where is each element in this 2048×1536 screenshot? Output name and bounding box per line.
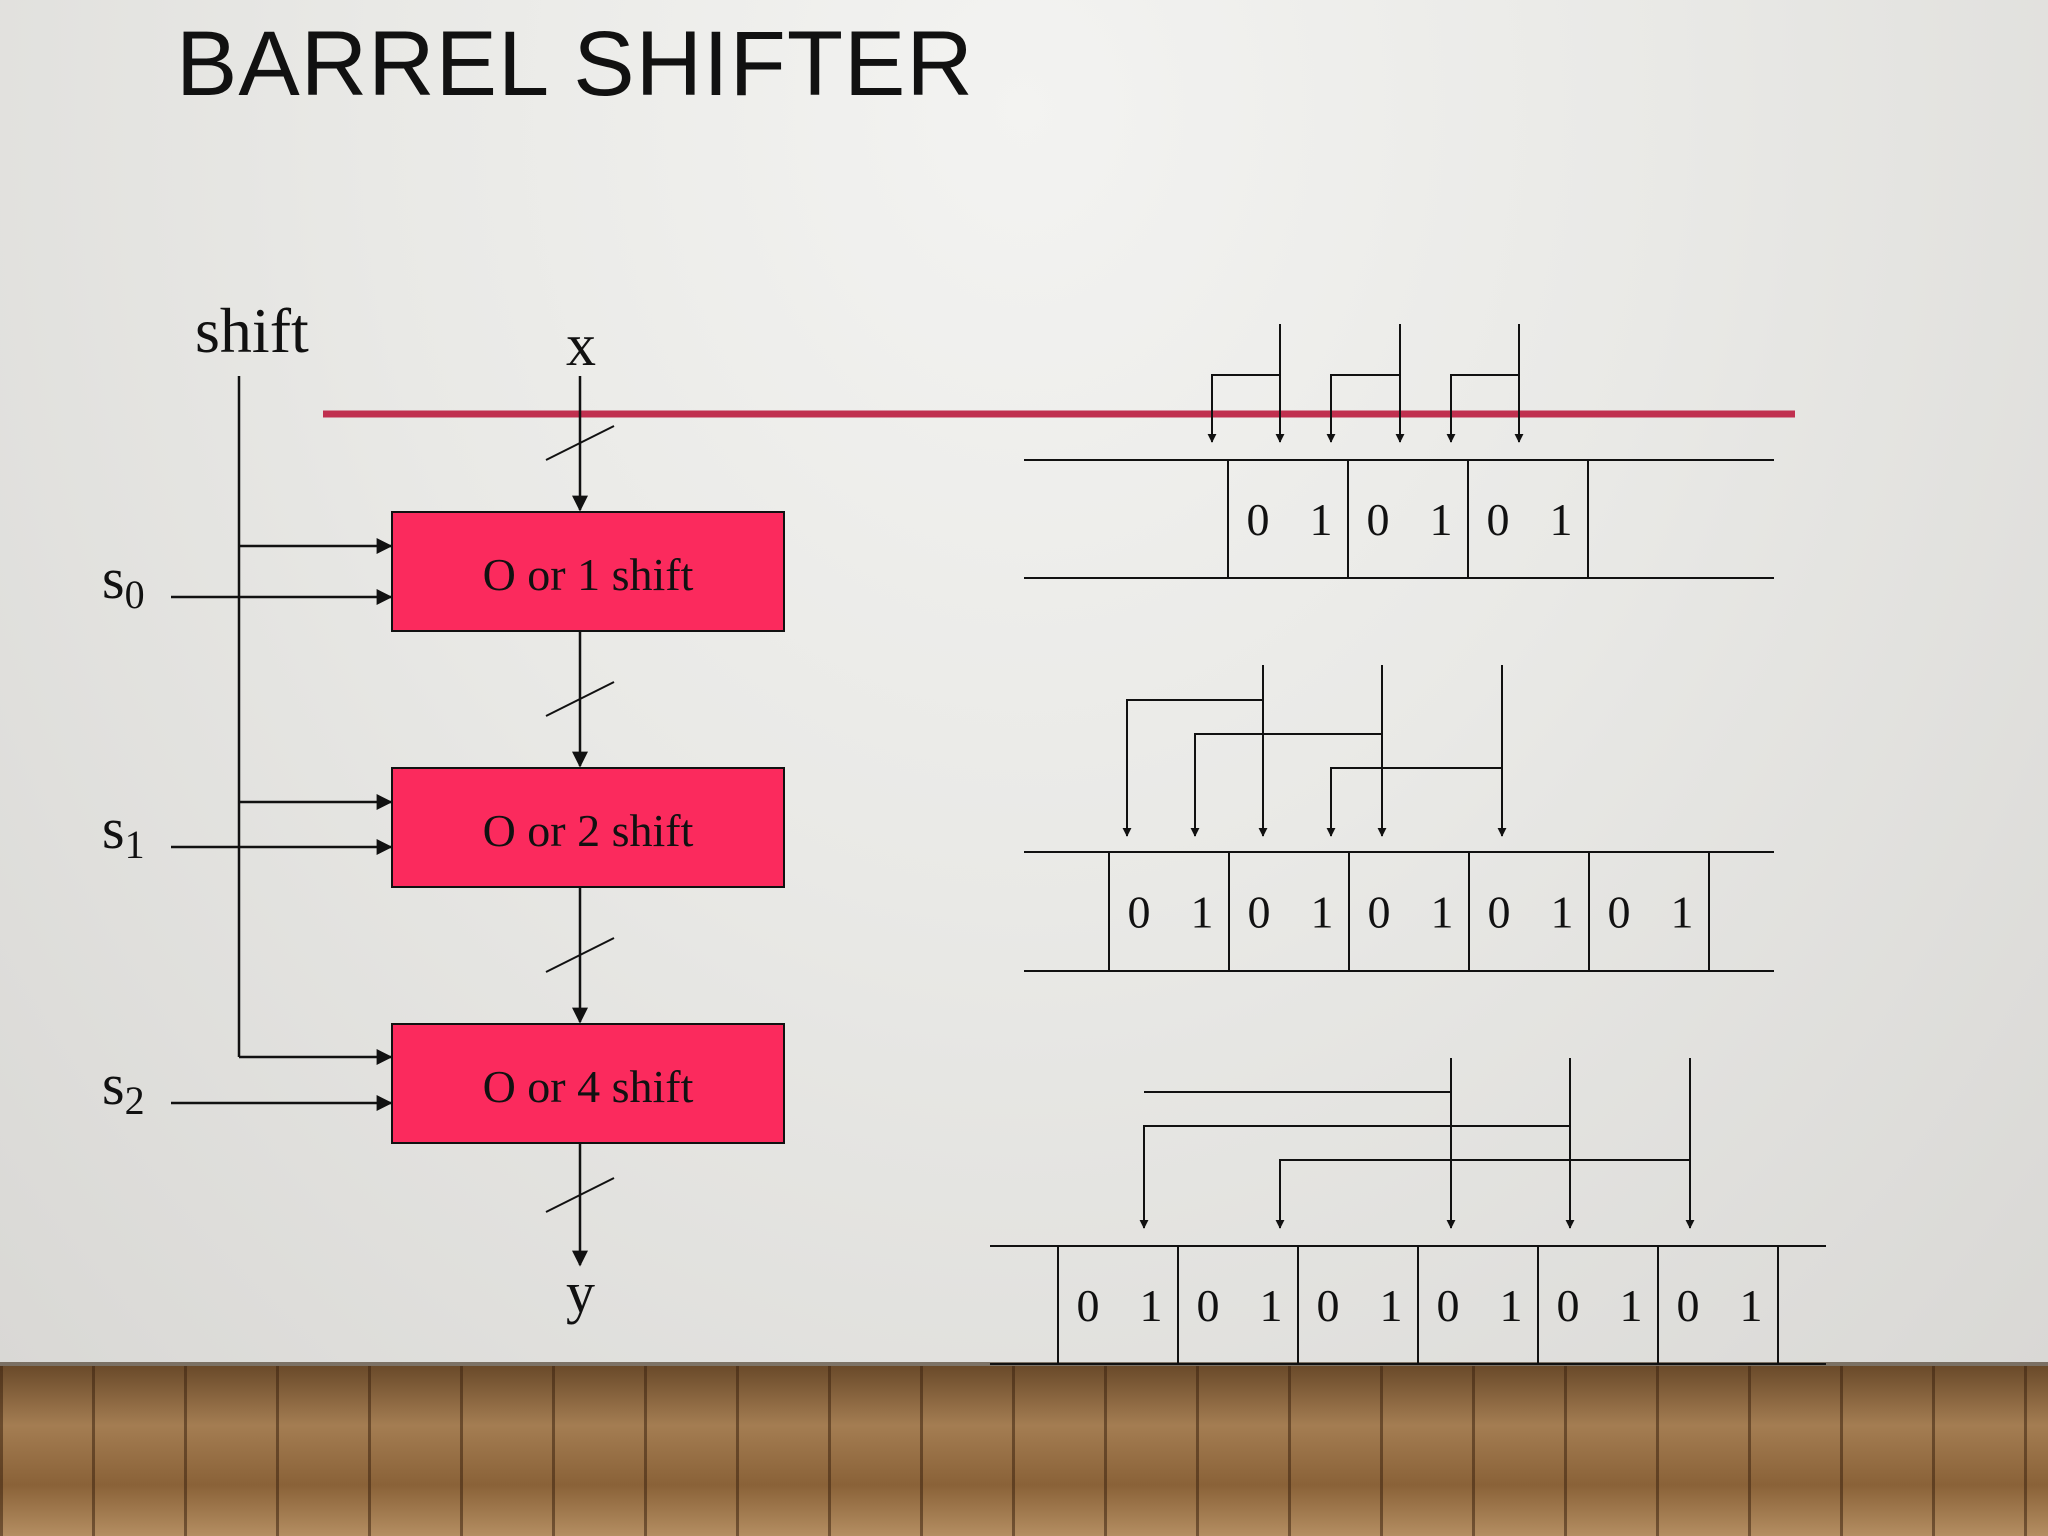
register-bit: 1 bbox=[1620, 1280, 1643, 1331]
register-bit: 0 bbox=[1077, 1280, 1100, 1331]
register-bit: 0 bbox=[1317, 1280, 1340, 1331]
register-bit: 0 bbox=[1437, 1280, 1460, 1331]
register-bit: 0 bbox=[1197, 1280, 1220, 1331]
output-y-label: y bbox=[566, 1260, 595, 1325]
bus-slash-3 bbox=[545, 1177, 615, 1213]
stage-box-2 bbox=[391, 1023, 785, 1144]
stage-label-0: O or 1 shift bbox=[483, 549, 694, 600]
stage-box-0 bbox=[391, 511, 785, 632]
stage-label-2: O or 4 shift bbox=[483, 1061, 694, 1112]
register-bit: 1 bbox=[1671, 887, 1694, 938]
stage-box-1 bbox=[391, 767, 785, 888]
register-bit: 0 bbox=[1488, 887, 1511, 938]
register-bit: 1 bbox=[1260, 1280, 1283, 1331]
register-bit: 1 bbox=[1551, 887, 1574, 938]
arrows-4-shift bbox=[1139, 1058, 1695, 1229]
s2-label: s2 bbox=[102, 1052, 145, 1123]
bus-slash-1 bbox=[545, 681, 615, 717]
arrows-1-shift bbox=[1207, 324, 1524, 443]
register-bit: 1 bbox=[1430, 494, 1453, 545]
shift-label: shift bbox=[195, 295, 309, 366]
s1-label: s1 bbox=[102, 796, 145, 867]
slide-background bbox=[0, 0, 2048, 1366]
wooden-floor bbox=[0, 1366, 2048, 1536]
register-bit: 1 bbox=[1550, 494, 1573, 545]
register-bit: 0 bbox=[1487, 494, 1510, 545]
register-bit: 0 bbox=[1248, 887, 1271, 938]
register-bit: 0 bbox=[1557, 1280, 1580, 1331]
s0-label: s0 bbox=[102, 546, 145, 617]
register-bit: 1 bbox=[1740, 1280, 1763, 1331]
register-bit: 0 bbox=[1247, 494, 1270, 545]
register-bit: 0 bbox=[1128, 887, 1151, 938]
register-bit: 1 bbox=[1140, 1280, 1163, 1331]
register-bit: 0 bbox=[1677, 1280, 1700, 1331]
input-x-label: x bbox=[566, 312, 596, 378]
register-bit: 0 bbox=[1608, 887, 1631, 938]
register-bit: 0 bbox=[1367, 494, 1390, 545]
register-bit: 1 bbox=[1380, 1280, 1403, 1331]
register-bit: 1 bbox=[1310, 494, 1333, 545]
bus-slash-2 bbox=[545, 937, 615, 973]
slide-title: BARREL SHIFTER bbox=[176, 13, 974, 115]
register-bit: 1 bbox=[1311, 887, 1334, 938]
stage-label-1: O or 2 shift bbox=[483, 805, 694, 856]
arrows-2-shift bbox=[1122, 665, 1507, 837]
register-bit: 1 bbox=[1431, 887, 1454, 938]
register-bit: 1 bbox=[1500, 1280, 1523, 1331]
bus-slash-0 bbox=[545, 425, 615, 461]
register-bit: 1 bbox=[1191, 887, 1214, 938]
register-bit: 0 bbox=[1368, 887, 1391, 938]
